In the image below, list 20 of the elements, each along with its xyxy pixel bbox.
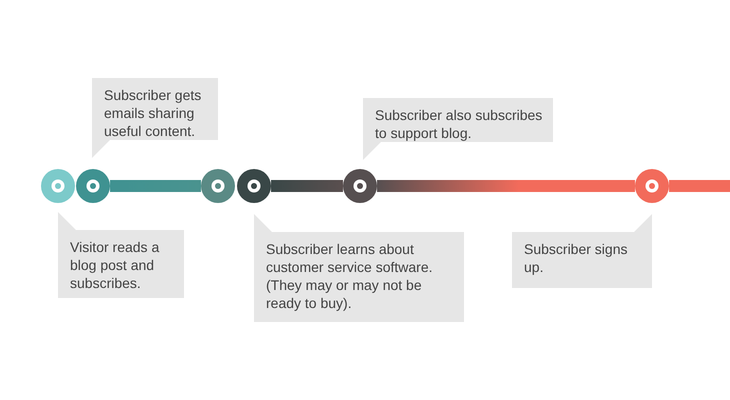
callout-box	[254, 214, 464, 322]
callout-text: Visitor reads a blog post and subscribes.	[70, 238, 160, 292]
timeline-segment	[110, 180, 201, 192]
timeline-milestone	[635, 169, 669, 203]
callout-box	[512, 214, 652, 288]
timeline-segment	[271, 180, 343, 192]
timeline-segment	[377, 180, 635, 192]
timeline-segment	[669, 180, 730, 192]
timeline-milestone	[76, 169, 110, 203]
callout-box	[92, 78, 218, 158]
timeline-milestone	[41, 169, 75, 203]
callout-text: Subscriber learns about customer service software. (They may or may not be ready to buy).	[266, 240, 434, 312]
callout-box	[363, 98, 553, 160]
callout-text: Subscriber gets emails sharing useful content.	[104, 86, 202, 140]
timeline-milestone	[343, 169, 377, 203]
timeline-milestone	[201, 169, 235, 203]
callout-text: Subscriber also subscribes to support blog.	[375, 106, 544, 142]
timeline-milestone	[237, 169, 271, 203]
callout-box	[58, 212, 184, 298]
callout-text: Subscriber signs up.	[524, 240, 628, 276]
